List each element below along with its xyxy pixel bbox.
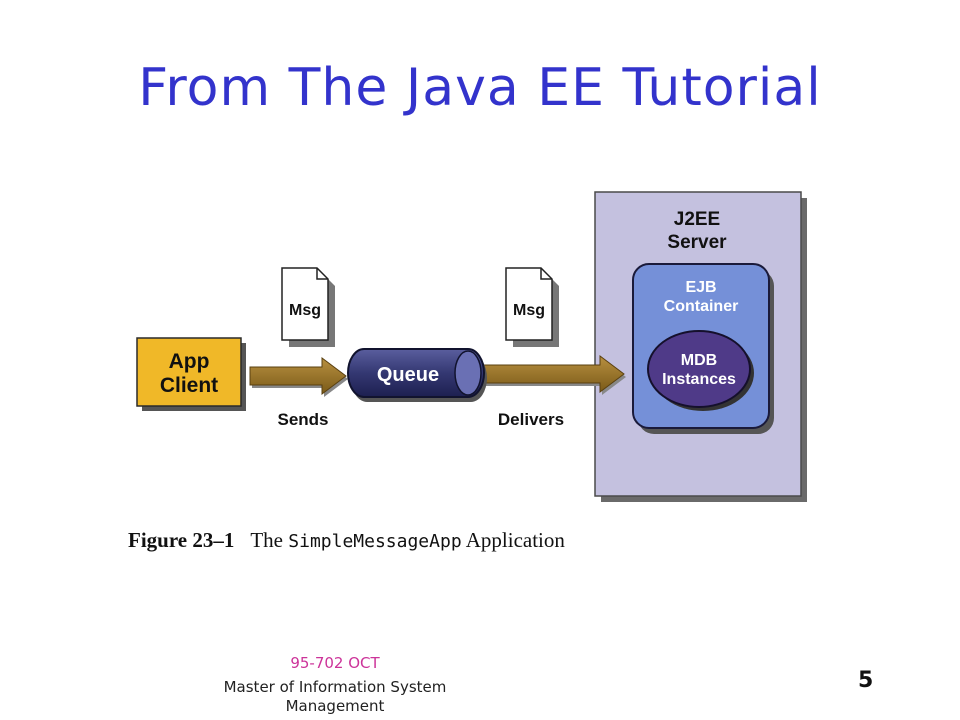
mdb-label-line1: MDB — [681, 352, 717, 369]
msg1-label: Msg — [289, 302, 321, 319]
caption-text-before: The — [250, 528, 289, 552]
figure-number: Figure 23–1 — [128, 528, 235, 552]
msg2-label: Msg — [513, 302, 545, 319]
queue-cylinder: Queue — [347, 348, 487, 402]
footer-course-code: 95-702 OCT — [290, 654, 380, 672]
client-label-line2: Client — [160, 374, 218, 397]
server-label-line1: J2EE — [674, 209, 720, 230]
page-number: 5 — [858, 668, 874, 693]
queue-label: Queue — [377, 364, 439, 386]
container-label-line2: Container — [664, 298, 739, 315]
sends-label: Sends — [277, 410, 328, 429]
slide-title: From The Java EE Tutorial — [138, 58, 822, 118]
server-label-line2: Server — [667, 232, 727, 253]
mdb-label-line2: Instances — [662, 371, 736, 388]
caption-text-after: Application — [461, 528, 565, 552]
figure-caption: Figure 23–1 The SimpleMessageApp Applicat… — [128, 528, 565, 553]
caption-code-text: SimpleMessageApp — [288, 531, 462, 552]
mdb-instances-ellipse: MDB Instances — [647, 330, 754, 411]
delivers-label: Delivers — [498, 410, 564, 429]
message-document-1: Msg — [281, 267, 335, 347]
client-label-line1: App — [169, 350, 210, 373]
message-document-2: Msg — [505, 267, 559, 347]
footer-program: Master of Information System Management — [223, 678, 447, 715]
sends-arrow — [249, 357, 348, 397]
delivers-arrow — [473, 355, 626, 395]
container-label-line1: EJB — [685, 279, 716, 296]
app-client-box: App Client — [136, 337, 246, 411]
